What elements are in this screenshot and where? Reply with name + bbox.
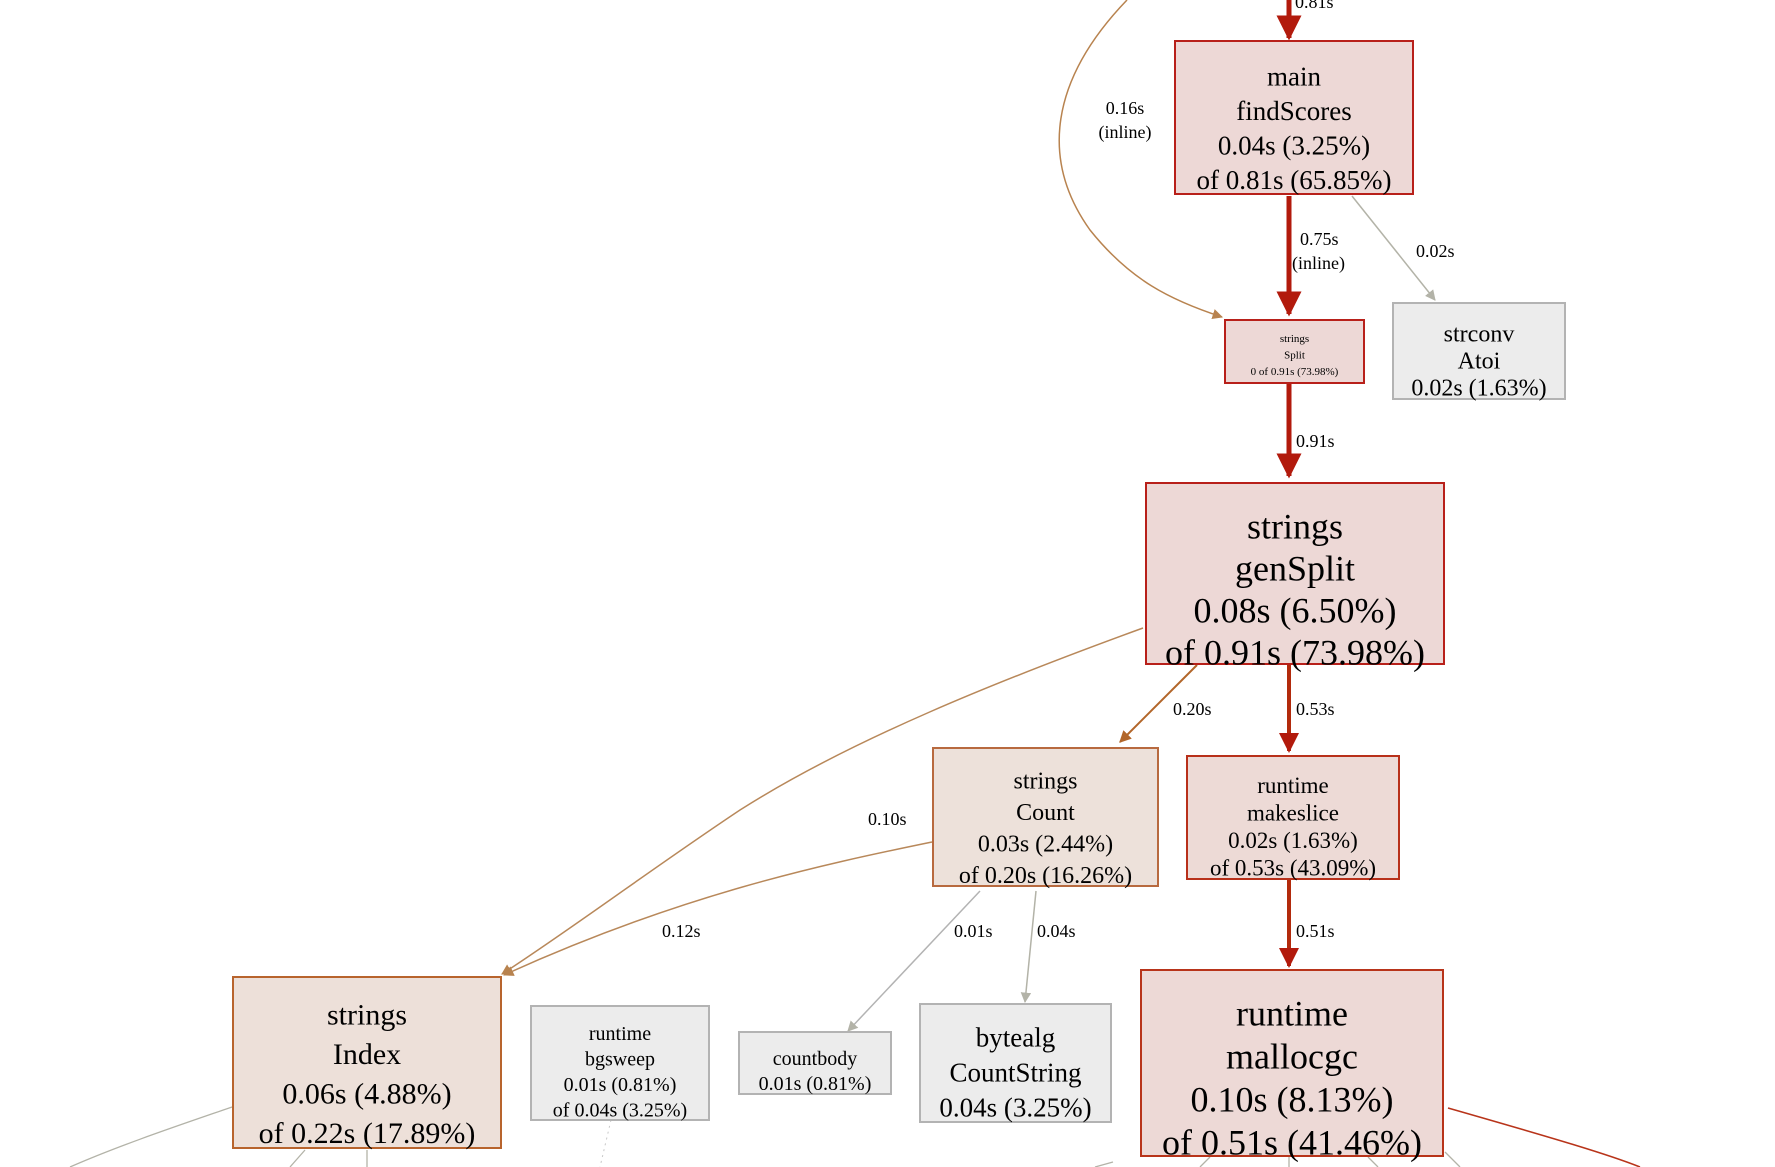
node-box xyxy=(1186,755,1400,880)
node-label-line: runtime xyxy=(1236,994,1348,1034)
edge-label: 0.04s xyxy=(1037,921,1076,941)
node-label-line: countbody xyxy=(773,1048,857,1070)
node-box xyxy=(738,1031,892,1095)
node-label-line: genSplit xyxy=(1235,549,1355,589)
node-label-line: of 0.51s (41.46%) xyxy=(1162,1123,1422,1163)
edge-makeslice-to-mallocgc: 0.51s xyxy=(1279,880,1335,968)
node-box xyxy=(1145,482,1445,665)
node-label-line: 0.04s (3.25%) xyxy=(1218,130,1370,160)
node-label-line: of 0.20s (16.26%) xyxy=(959,863,1132,889)
node-box xyxy=(1174,40,1414,195)
node-label-line: findScores xyxy=(1236,96,1351,126)
node-label-line: mallocgc xyxy=(1226,1037,1358,1077)
edge-label: 0.01s xyxy=(954,921,993,941)
edge-outer-to-split: 0.16s (inline) xyxy=(1058,0,1223,320)
node-label-line: runtime xyxy=(589,1023,651,1045)
node-label-line: of 0.53s (43.09%) xyxy=(1210,856,1376,881)
node-label-line: makeslice xyxy=(1247,801,1339,826)
node-box xyxy=(1140,969,1444,1157)
edge-label-inline: (inline) xyxy=(1099,122,1152,143)
node-label-line: 0.10s (8.13%) xyxy=(1191,1080,1394,1120)
node-box xyxy=(530,1005,710,1121)
edge-main-to-atoi: 0.02s xyxy=(1351,195,1455,301)
edge-count-to-countbody: 0.01s xyxy=(847,890,993,1032)
node-label-line: 0.02s (1.63%) xyxy=(1411,375,1546,401)
node-label-line: strings xyxy=(1280,333,1309,345)
node-box xyxy=(932,747,1159,887)
node-label-line: 0.03s (2.44%) xyxy=(978,831,1113,857)
node-label-line: Atoi xyxy=(1458,348,1501,374)
node-label-line: of 0.22s (17.89%) xyxy=(259,1117,476,1150)
node-label-line: bgsweep xyxy=(585,1049,655,1071)
node-box xyxy=(1392,302,1566,400)
edge-gensplit-to-index: 0.10s xyxy=(501,627,1144,975)
node-label-line: 0.01s (0.81%) xyxy=(564,1074,677,1096)
node-label-line: main xyxy=(1267,61,1321,91)
node-label-line: runtime xyxy=(1257,773,1329,798)
edge-label: 0.53s xyxy=(1296,699,1335,719)
edge-split-to-gensplit: 0.91s xyxy=(1276,384,1335,479)
node-box xyxy=(1224,319,1365,384)
edge-label: 0.81s xyxy=(1295,0,1334,12)
edge-label: 0.20s xyxy=(1173,699,1212,719)
node-label-line: strings xyxy=(1247,507,1343,547)
node-label-line: of 0.91s (73.98%) xyxy=(1165,633,1425,673)
edge-gensplit-to-makeslice: 0.53s xyxy=(1279,665,1335,753)
edge-top-to-main: 0.81s xyxy=(1276,0,1334,41)
node-box xyxy=(232,976,502,1149)
node-label-line: strconv xyxy=(1444,321,1515,347)
edges-offscreen xyxy=(69,1106,1641,1167)
edge-label-inline: (inline) xyxy=(1292,253,1345,274)
node-label-line: of 0.04s (3.25%) xyxy=(553,1100,687,1122)
node-main-findScores[interactable]: main findScores 0.04s (3.25%) of 0.81s (65.… xyxy=(1174,40,1414,195)
edge-gensplit-to-count: 0.20s xyxy=(1119,664,1212,743)
node-label-line: strings xyxy=(327,999,407,1032)
node-label-line: 0.04s (3.25%) xyxy=(939,1092,1091,1122)
edge-label: 0.12s xyxy=(662,921,701,941)
edge-label: 0.16s xyxy=(1106,98,1145,118)
edge-label: 0.75s xyxy=(1300,229,1339,249)
edge-label: 0.51s xyxy=(1296,921,1335,941)
node-label-line: 0.02s (1.63%) xyxy=(1228,828,1358,853)
node-countbody[interactable]: countbody 0.01s (0.81%) xyxy=(738,1031,892,1095)
node-label-line: 0.08s (6.50%) xyxy=(1194,591,1397,631)
node-label-line: CountString xyxy=(949,1057,1081,1087)
node-label-line: of 0.81s (65.85%) xyxy=(1197,165,1392,195)
edge-count-to-index: 0.12s xyxy=(503,841,933,976)
edge-count-to-countstring: 0.04s xyxy=(1020,890,1076,1004)
node-runtime-bgsweep[interactable]: runtime bgsweep 0.01s (0.81%) of 0.04s (3.2… xyxy=(530,1005,710,1122)
node-label-line: Count xyxy=(1016,800,1075,826)
node-label-line: 0.01s (0.81%) xyxy=(759,1073,872,1095)
edge-label: 0.02s xyxy=(1416,241,1455,261)
node-label-line: strings xyxy=(1013,768,1077,794)
node-label-line: Split xyxy=(1284,349,1305,361)
edge-label: 0.10s xyxy=(868,809,907,829)
edge-main-to-split: 0.75s (inline) xyxy=(1276,196,1345,317)
node-box xyxy=(919,1003,1112,1123)
node-label-line: Index xyxy=(333,1038,401,1071)
node-label-line: 0 of 0.91s (73.98%) xyxy=(1251,366,1339,378)
edge-label: 0.91s xyxy=(1296,431,1335,451)
node-label-line: 0.06s (4.88%) xyxy=(282,1078,451,1111)
node-label-line: bytealg xyxy=(976,1022,1055,1052)
